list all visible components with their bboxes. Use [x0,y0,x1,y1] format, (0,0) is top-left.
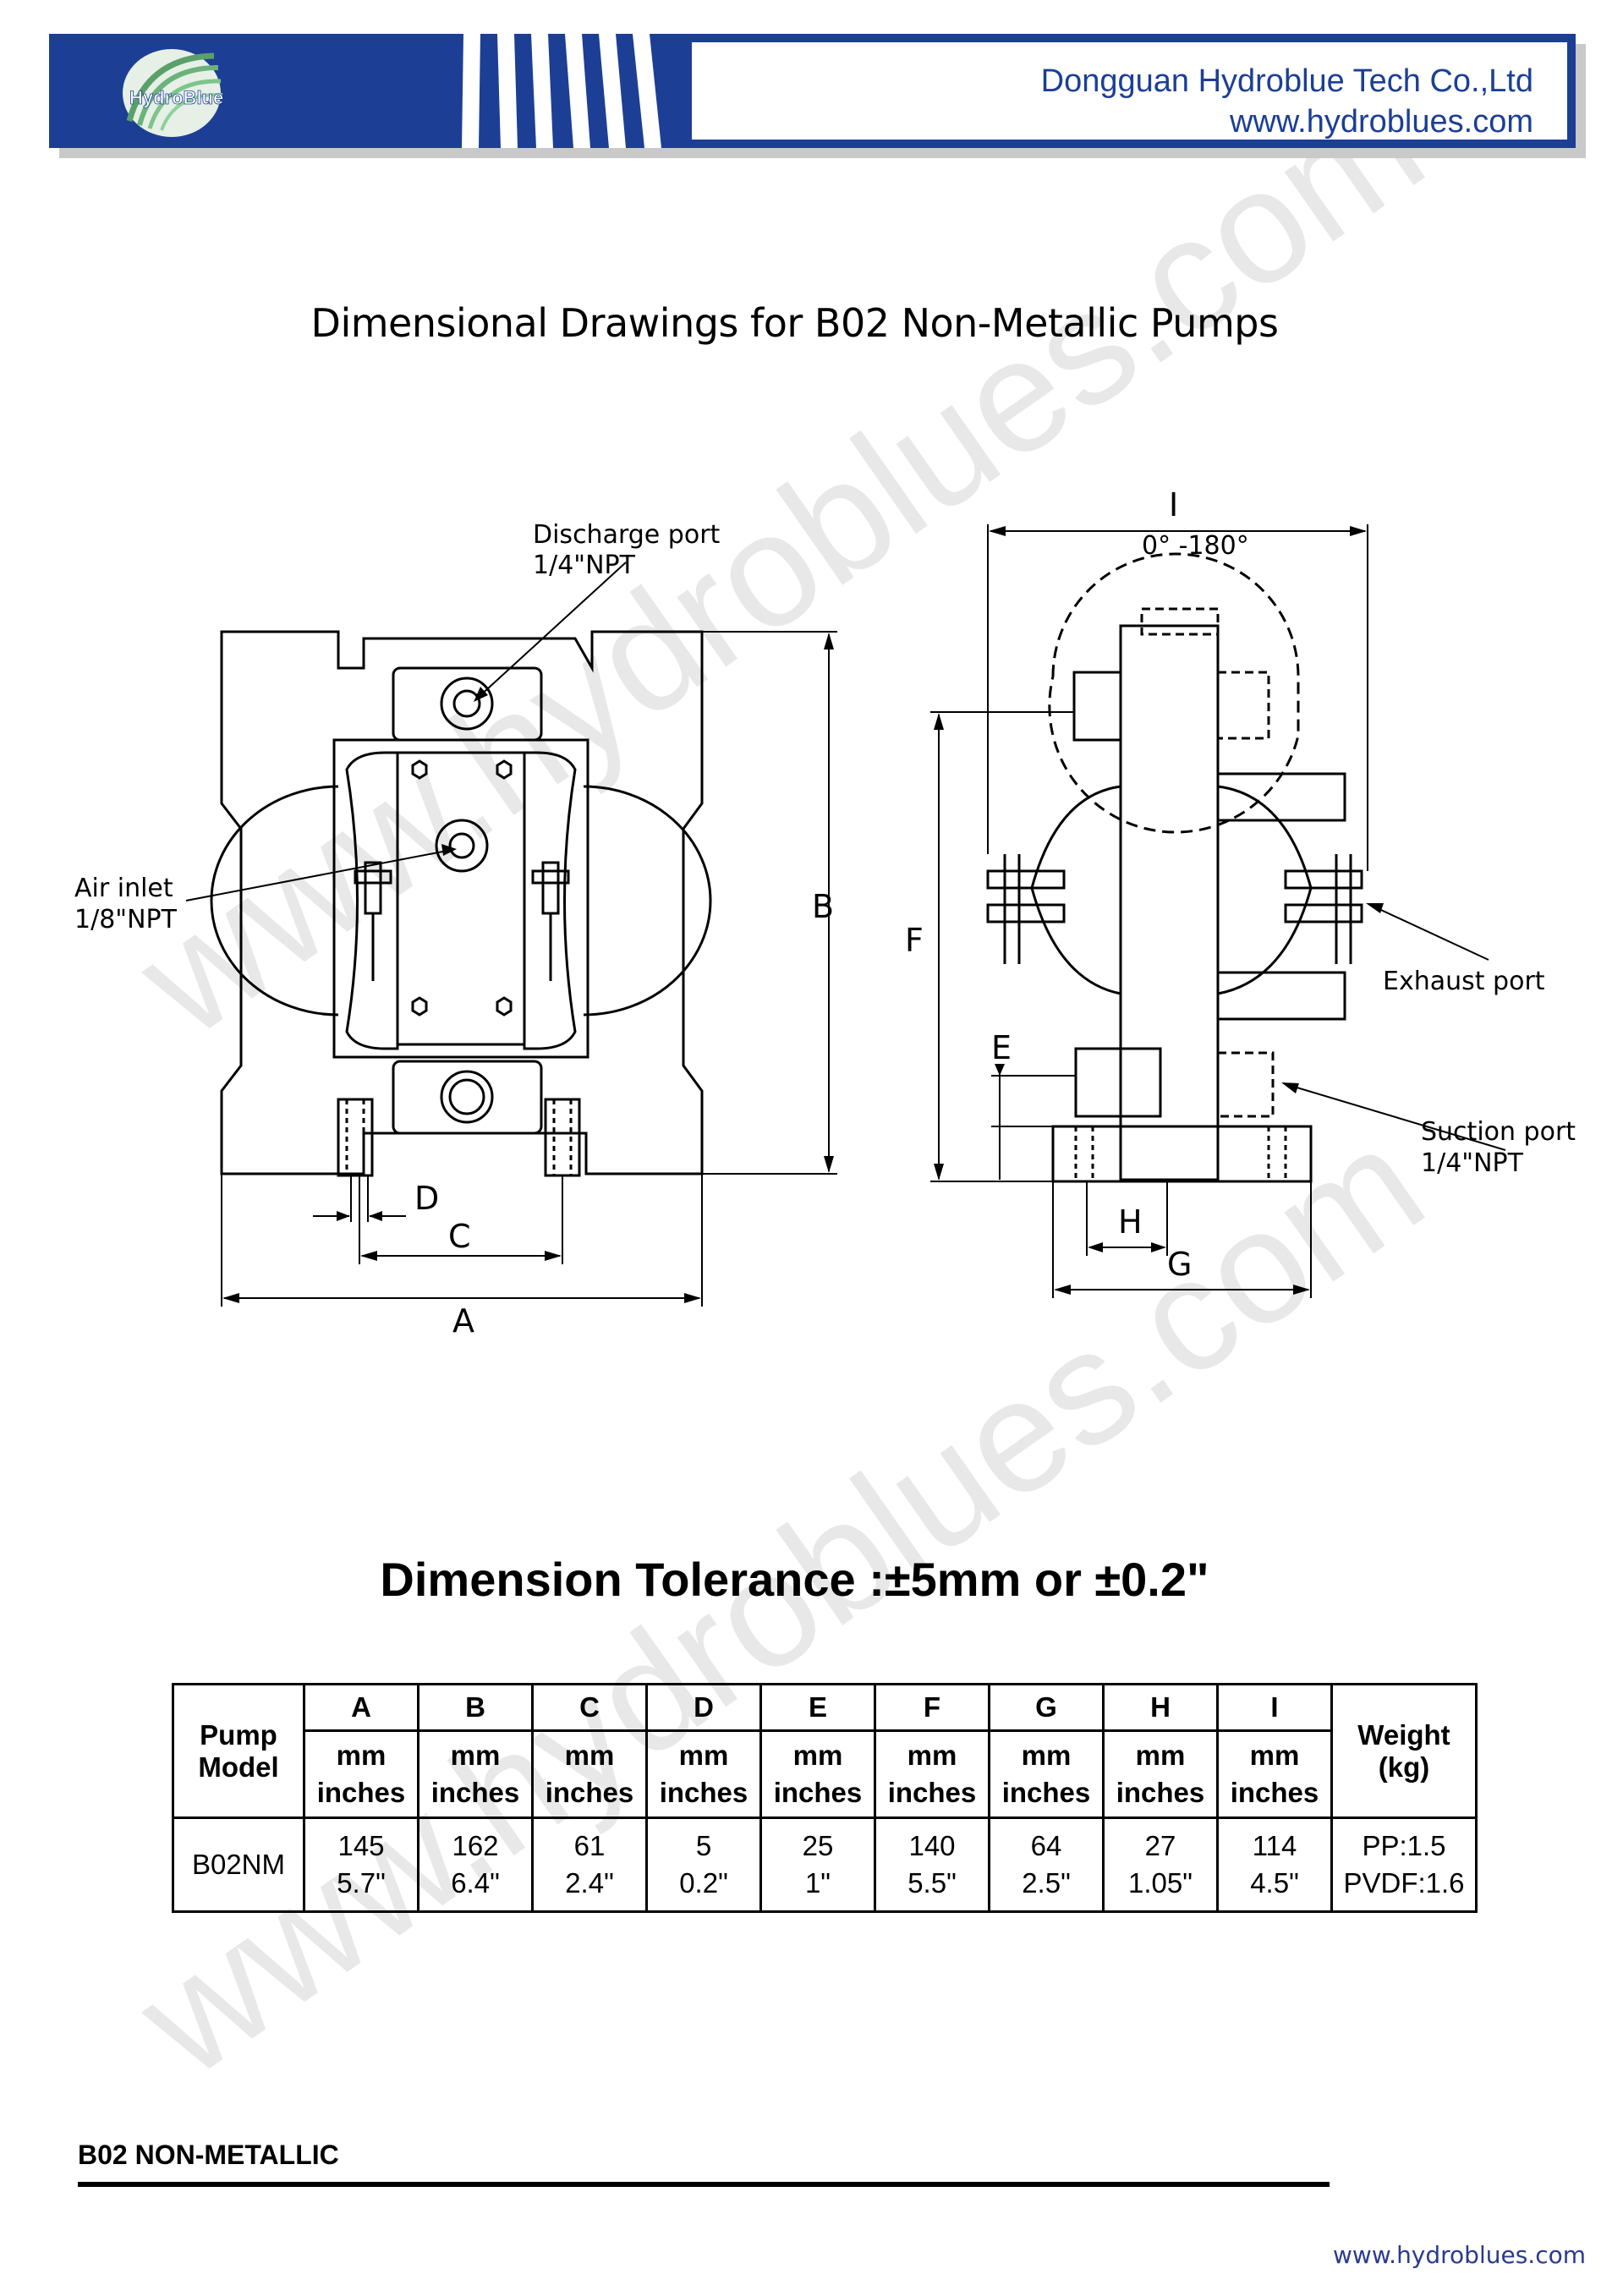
tolerance-heading: Dimension Tolerance :±5mm or ±0.2" [380,1553,1209,1606]
col-d-header: D [645,1683,762,1732]
discharge-port-label: Discharge port [533,520,721,550]
col-c-header: C [531,1683,648,1732]
dimension-table: Pump Model A B C D E F G H I Weight (kg)… [172,1683,1478,1913]
svg-text:HydroBlue: HydroBlue [129,87,223,108]
col-f-header: F [874,1683,990,1732]
dim-d-label: D [414,1180,439,1217]
company-info: Dongguan Hydroblue Tech Co.,Ltd www.hydr… [1041,61,1533,142]
exhaust-port-label: Exhaust port [1383,967,1545,996]
weight-header: Weight (kg) [1330,1683,1478,1819]
dim-a-label: A [452,1302,474,1340]
dim-f-label: F [905,922,924,959]
footer-label: B02 NON-METALLIC [78,2140,339,2170]
col-a-header: A [303,1683,419,1732]
dim-e-label: E [991,1029,1012,1066]
company-website[interactable]: www.hydroblues.com [1229,104,1533,140]
rotation-label: 0° -180° [1142,531,1249,561]
front-view [185,562,837,1307]
model-header: Pump Model [172,1683,305,1819]
dimensional-drawing: Discharge port 1/4"NPT Air inlet 1/8"NPT… [74,486,1576,1340]
header-banner: HydroBlue Dongguan Hydroblue Tech Co.,Lt… [49,34,1576,148]
header-panel: Dongguan Hydroblue Tech Co.,Ltd www.hydr… [692,42,1567,140]
page-title: Dimensional Drawings for B02 Non-Metalli… [310,300,1279,346]
dim-h-label: H [1118,1203,1143,1241]
air-inlet-label: Air inlet [74,874,173,903]
col-g-header: G [988,1683,1105,1732]
col-b-header: B [417,1683,534,1732]
col-h-header: H [1102,1683,1219,1732]
dim-g-label: G [1167,1246,1192,1283]
col-i-header: I [1216,1683,1333,1732]
dim-c-label: C [448,1218,471,1255]
table-header-letters: Pump Model A B C D E F G H I Weight (kg) [172,1683,1478,1819]
hydroblue-logo: HydroBlue [123,49,224,137]
side-view [930,524,1506,1298]
discharge-port-size: 1/4"NPT [533,551,636,580]
suction-port-label: Suction port [1421,1117,1576,1147]
suction-port-size: 1/4"NPT [1421,1148,1524,1178]
dim-i-label: I [1169,486,1178,523]
model-cell: B02NM [172,1817,305,1913]
footer-url[interactable]: www.hydroblues.com [1333,2241,1586,2269]
banner-stripes [462,34,661,148]
footer-divider [78,2182,1330,2187]
dim-b-label: B [812,888,834,925]
col-e-header: E [759,1683,876,1732]
company-name: Dongguan Hydroblue Tech Co.,Ltd [1040,63,1533,99]
air-inlet-size: 1/8"NPT [74,905,178,934]
